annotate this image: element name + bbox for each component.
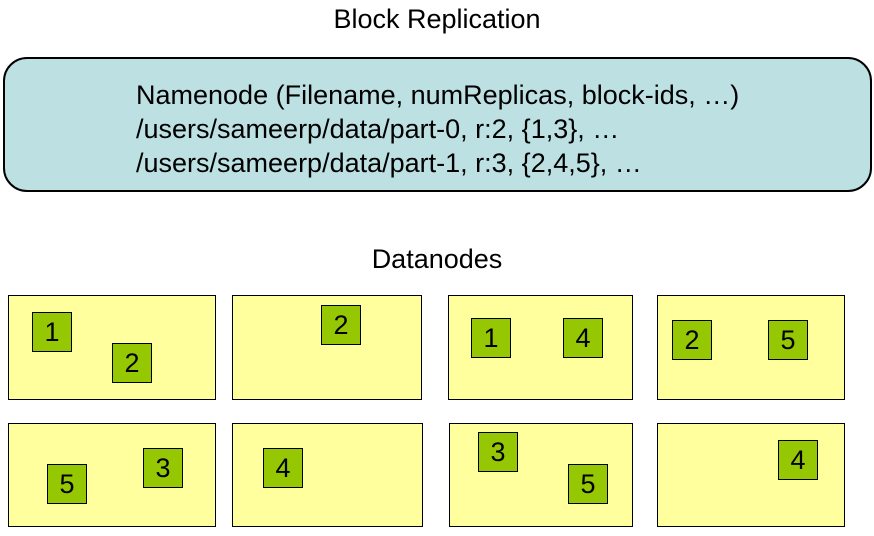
- namenode-box: Namenode (Filename, numReplicas, block-i…: [3, 57, 872, 192]
- datanode-box-4: 2 5: [657, 295, 845, 400]
- datanode-box-8: 4: [657, 423, 845, 527]
- block-label: 2: [112, 343, 152, 383]
- block-label: 1: [32, 312, 72, 352]
- block-label: 3: [143, 448, 183, 488]
- datanode-box-2: 2: [232, 295, 422, 400]
- block-label: 3: [478, 432, 518, 472]
- block-label: 4: [778, 440, 818, 480]
- namenode-line-part1: /users/sameerp/data/part-1, r:3, {2,4,5}…: [136, 148, 642, 178]
- datanode-box-6: 4: [232, 423, 423, 527]
- namenode-text: Namenode (Filename, numReplicas, block-i…: [136, 78, 739, 180]
- datanode-box-5: 5 3: [8, 423, 216, 527]
- namenode-line-part0: /users/sameerp/data/part-0, r:2, {1,3}, …: [136, 114, 620, 144]
- datanode-box-7: 3 5: [449, 423, 633, 527]
- block-label: 2: [321, 305, 361, 345]
- block-label: 4: [563, 318, 603, 358]
- datanode-box-1: 1 2: [8, 295, 216, 400]
- block-label: 5: [568, 464, 608, 504]
- namenode-line-header: Namenode (Filename, numReplicas, block-i…: [136, 80, 740, 110]
- block-label: 5: [768, 320, 808, 360]
- datanode-box-3: 1 4: [448, 295, 633, 400]
- block-label: 5: [47, 464, 87, 504]
- diagram-title: Block Replication: [333, 4, 541, 34]
- block-label: 2: [672, 320, 712, 360]
- block-label: 4: [263, 448, 303, 488]
- datanodes-label: Datanodes: [371, 244, 503, 274]
- block-label: 1: [471, 318, 511, 358]
